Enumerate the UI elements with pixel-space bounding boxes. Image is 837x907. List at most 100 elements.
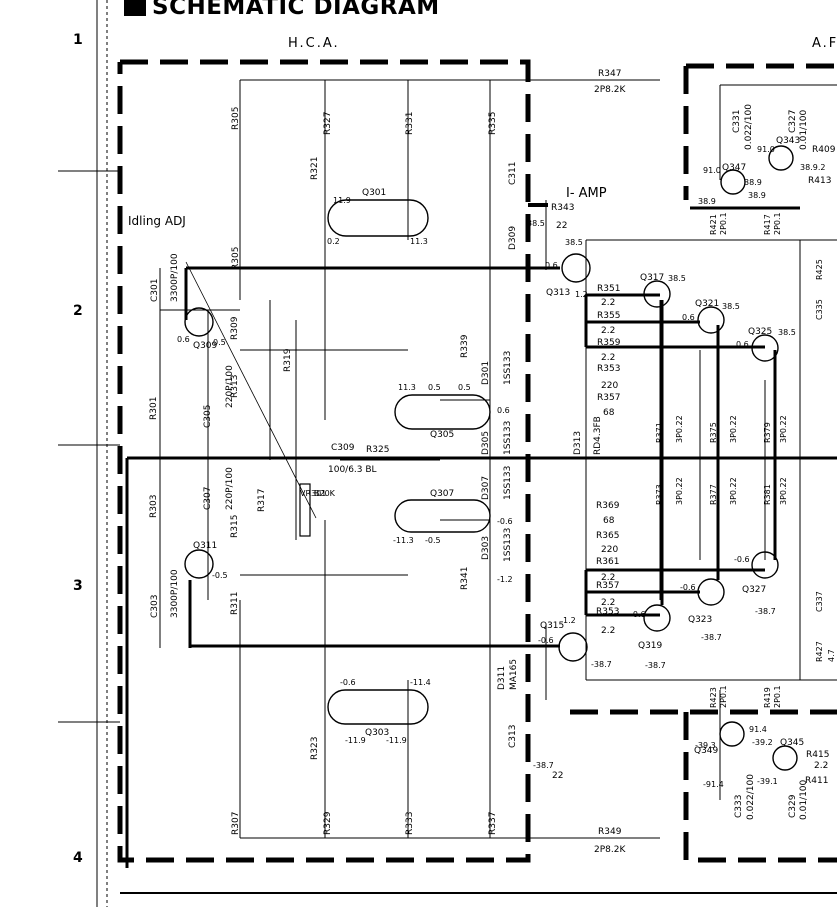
schematic-label: 91.0 bbox=[757, 145, 775, 154]
idling-adj-leader bbox=[185, 261, 317, 519]
schematic-label: Q345 bbox=[780, 738, 804, 748]
schematic-label: R355 bbox=[597, 311, 620, 321]
schematic-label: 2P0.1 bbox=[719, 212, 728, 235]
schematic-label: 2.2 bbox=[601, 326, 615, 336]
schematic-label: 1.2 bbox=[575, 290, 588, 299]
schematic-label: D301 bbox=[481, 361, 491, 385]
schematic-label: 3P0.22 bbox=[675, 415, 684, 443]
schematic-label: Q323 bbox=[688, 615, 712, 625]
schematic-label: 38.5 bbox=[565, 238, 583, 247]
schematic-label: R415 bbox=[806, 750, 829, 760]
schematic-label: R331 bbox=[405, 112, 415, 135]
schematic-label: -39.2 bbox=[752, 738, 773, 747]
schematic-label: C311 bbox=[508, 162, 518, 185]
schematic-label: R409 bbox=[812, 145, 836, 155]
schematic-label: 2.2 bbox=[601, 298, 615, 308]
schematic-label: Q307 bbox=[430, 489, 454, 499]
schematic-label: 38.5 bbox=[668, 274, 686, 283]
schematic-label: R357 bbox=[596, 581, 619, 591]
schematic-label: 0.6 bbox=[736, 340, 749, 349]
schematic-label: 11.3 bbox=[398, 383, 416, 392]
schematic-label: C301 bbox=[150, 279, 160, 302]
schematic-label: 0.2 bbox=[327, 237, 340, 246]
row-number-2: 2 bbox=[73, 303, 83, 319]
schematic-label: -11.9 bbox=[345, 736, 366, 745]
schematic-label: Q321 bbox=[695, 299, 719, 309]
schematic-label: D309 bbox=[508, 226, 518, 250]
schematic-label: 2.2 bbox=[601, 626, 615, 636]
schematic-label: R369 bbox=[596, 501, 620, 511]
schematic-label: R305 bbox=[231, 247, 241, 270]
schematic-label: 3P0.22 bbox=[729, 477, 738, 505]
schematic-label: -11.9 bbox=[386, 736, 407, 745]
schematic-label: -38.7 bbox=[591, 660, 612, 669]
schematic-label: -91.4 bbox=[703, 780, 724, 789]
schematic-label: R419 bbox=[763, 687, 772, 708]
schematic-label: 2P8.2K bbox=[594, 85, 626, 95]
schematic-label: 3P0.22 bbox=[779, 477, 788, 505]
schematic-label: 1SS133 bbox=[503, 351, 513, 385]
schematic-label: B20K bbox=[314, 489, 336, 498]
schematic-label: Q313 bbox=[546, 288, 570, 298]
margin-ruler bbox=[58, 0, 120, 907]
schematic-label: C329 bbox=[788, 794, 798, 818]
schematic-label: D305 bbox=[481, 431, 491, 455]
schematic-label: VR301 bbox=[300, 489, 326, 498]
schematic-label: R371 bbox=[655, 422, 664, 443]
schematic-label: R347 bbox=[598, 69, 621, 79]
schematic-label: C313 bbox=[508, 725, 518, 748]
schematic-label: 220 bbox=[601, 545, 618, 555]
schematic-label: -39.1 bbox=[757, 777, 778, 786]
component-labels: R305 R305 R327 R331 R335 R321 R309 R313 … bbox=[149, 69, 836, 855]
schematic-label: R353 bbox=[597, 364, 620, 374]
schematic-label: R325 bbox=[366, 445, 389, 455]
schematic-label: MA165 bbox=[509, 659, 519, 690]
schematic-label: -11.4 bbox=[410, 678, 431, 687]
schematic-label: 38.5 bbox=[778, 328, 796, 337]
section-label-iamp: I- AMP bbox=[566, 186, 607, 201]
schematic-label: R413 bbox=[808, 176, 831, 186]
schematic-label: 220P/100 bbox=[225, 467, 235, 510]
schematic-label: 2P0.1 bbox=[773, 212, 782, 235]
schematic-label: C333 bbox=[734, 795, 744, 818]
vr301-pot bbox=[299, 483, 311, 537]
schematic-label: 3P0.22 bbox=[779, 415, 788, 443]
schematic-label: -0.6 bbox=[630, 610, 646, 619]
schematic-label: R305 bbox=[231, 107, 241, 130]
schematic-label: 3300P/100 bbox=[170, 253, 180, 302]
schematic-label: Q309 bbox=[193, 341, 218, 351]
schematic-label: -38.7 bbox=[645, 661, 666, 670]
schematic-label: R427 bbox=[815, 641, 824, 662]
schematic-label: R421 bbox=[709, 214, 718, 235]
schematic-label: R425 bbox=[815, 259, 824, 280]
schematic-label: 38.9 bbox=[698, 197, 716, 206]
schematic-label: R315 bbox=[230, 515, 240, 538]
schematic-label: 3P0.22 bbox=[729, 415, 738, 443]
schematic-label: -38.7 bbox=[701, 633, 722, 642]
capacitor-labels: C301 3300P/100 C303 3300P/100 C305 220P/… bbox=[150, 104, 824, 820]
title-marker bbox=[124, 0, 146, 16]
schematic-label: 11.9 bbox=[333, 196, 351, 205]
schematic-label: C331 bbox=[732, 110, 742, 133]
schematic-label: Q301 bbox=[362, 188, 386, 198]
schematic-label: 0.5 bbox=[428, 383, 441, 392]
row-number-1: 1 bbox=[73, 32, 83, 48]
schematic-label: 22 bbox=[552, 771, 563, 781]
schematic-label: 2P0.1 bbox=[773, 685, 782, 708]
schematic-label: 38.9 bbox=[744, 178, 762, 187]
schematic-label: R375 bbox=[709, 422, 718, 443]
schematic-label: 38.9.2 bbox=[800, 163, 825, 172]
schematic-label: R353 bbox=[596, 607, 619, 617]
schematic-label: -38.7 bbox=[755, 607, 776, 616]
schematic-label: Q303 bbox=[365, 728, 389, 738]
schematic-label: R303 bbox=[149, 495, 159, 518]
schematic-label: R357 bbox=[597, 393, 620, 403]
schematic-label: Q343 bbox=[776, 136, 800, 146]
schematic-label: 0.5 bbox=[213, 338, 226, 347]
title-text: SCHEMATIC DIAGRAM bbox=[152, 0, 440, 20]
row-number-4: 4 bbox=[73, 850, 83, 866]
schematic-label: 1SS133 bbox=[503, 528, 513, 562]
schematic-label: Q349 bbox=[694, 746, 719, 756]
